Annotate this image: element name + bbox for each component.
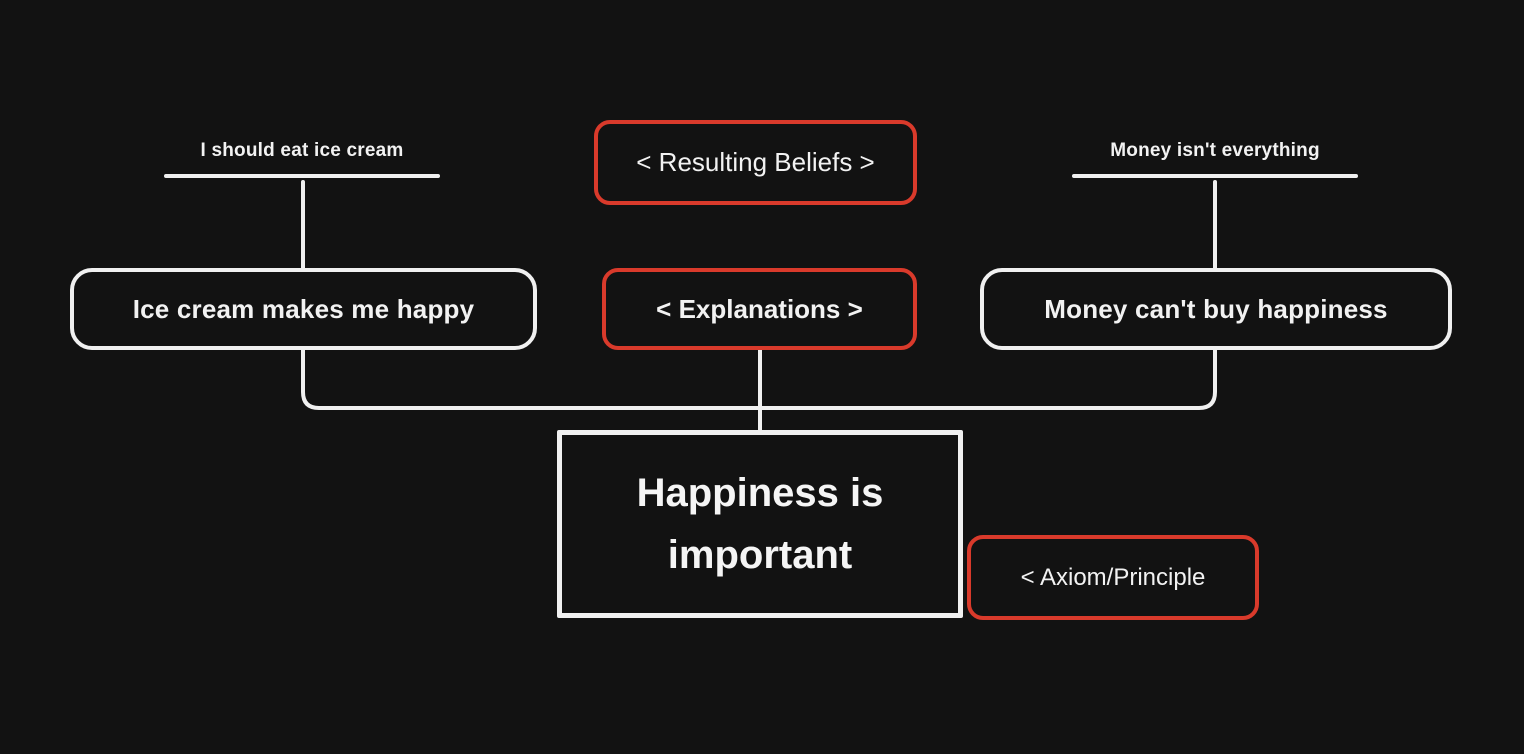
legend-resulting-beliefs[interactable]: < Resulting Beliefs > [594, 120, 917, 205]
legend-axiom-principle-label: < Axiom/Principle [1020, 563, 1206, 591]
belief-left-label: I should eat ice cream [200, 140, 404, 161]
legend-axiom-principle[interactable]: < Axiom/Principle [967, 535, 1259, 620]
belief-node-right[interactable]: Money isn't everything [1072, 140, 1358, 178]
connector-bracket [301, 348, 1217, 410]
explanation-node-right[interactable]: Money can't buy happiness [980, 268, 1452, 350]
legend-explanations[interactable]: < Explanations > [602, 268, 917, 350]
legend-explanations-label: < Explanations > [656, 293, 863, 324]
explanation-right-label: Money can't buy happiness [1044, 293, 1388, 324]
explanation-left-label: Ice cream makes me happy [132, 293, 475, 324]
axiom-node[interactable]: Happiness is important [557, 430, 963, 618]
belief-node-left[interactable]: I should eat ice cream [164, 140, 440, 178]
belief-right-label: Money isn't everything [1110, 140, 1320, 161]
belief-left-underline [164, 174, 440, 178]
explanation-node-left[interactable]: Ice cream makes me happy [70, 268, 537, 350]
legend-resulting-beliefs-label: < Resulting Beliefs > [636, 147, 875, 177]
belief-right-underline [1072, 174, 1358, 178]
axiom-label: Happiness is important [636, 471, 884, 577]
